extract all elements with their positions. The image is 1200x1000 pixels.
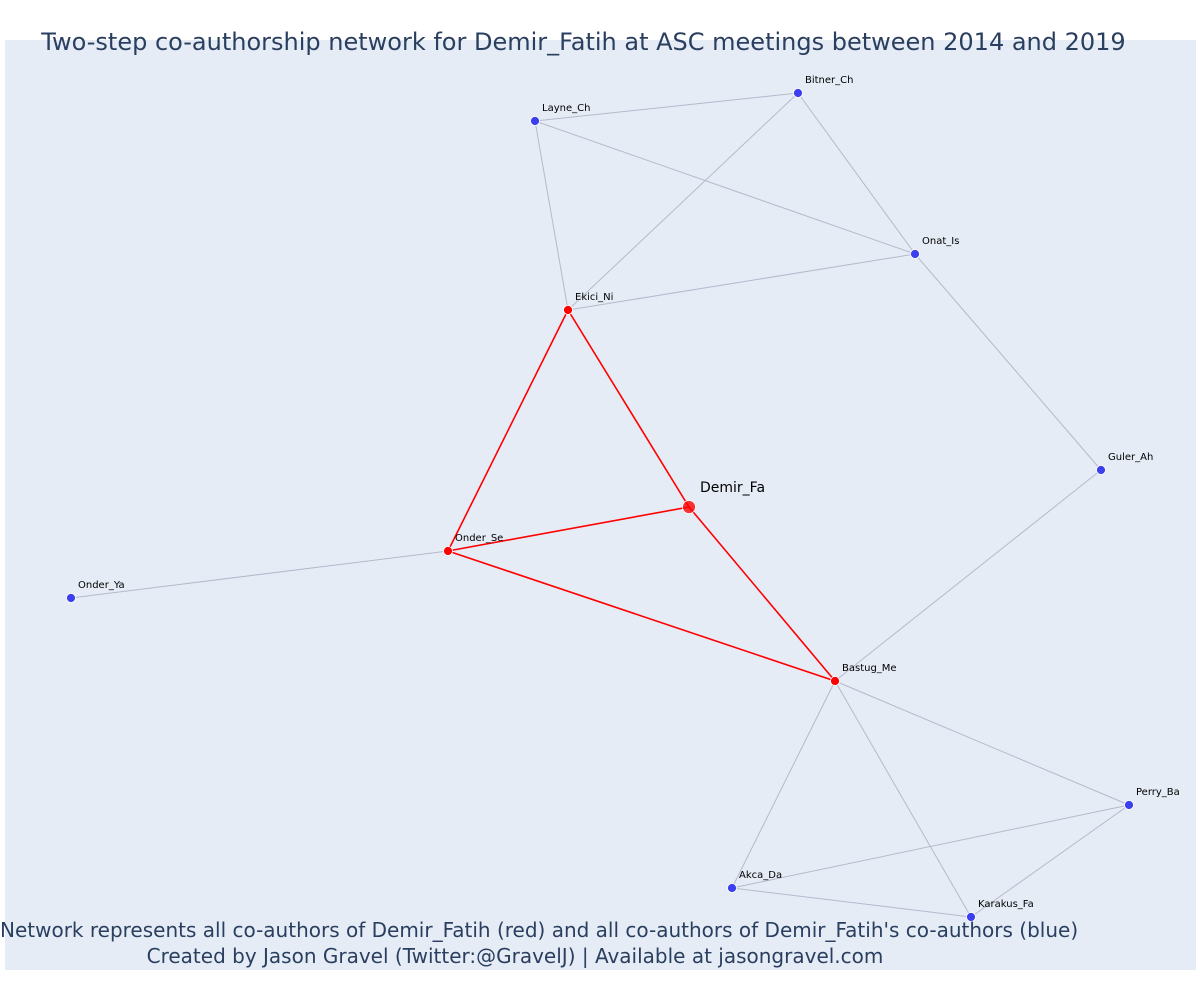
node-Onder_Ya[interactable] (66, 593, 76, 603)
node-label-Onder_Se: Onder_Se (455, 533, 503, 544)
node-label-Akca_Da: Akca_Da (739, 870, 782, 881)
plot-background (5, 40, 1196, 970)
node-Perry_Ba[interactable] (1124, 800, 1134, 810)
edge-Bastug_Me-Karakus_Fa (834, 680, 972, 918)
node-label-Demir_Fa: Demir_Fa (700, 480, 765, 496)
chart-title: Two-step co-authorship network for Demir… (41, 28, 1126, 56)
edge-Bastug_Me-Perry_Ba (834, 680, 1130, 806)
edge-Perry_Ba-Akca_Da (731, 804, 1130, 889)
footer-note: Network represents all co-authors of Dem… (0, 918, 1079, 942)
node-Demir_Fa[interactable] (682, 500, 696, 514)
edge-Layne_Ch-Ekici_Ni (534, 120, 569, 311)
edge-Layne_Ch-Bitner_Ch (534, 92, 799, 122)
edge-Bitner_Ch-Ekici_Ni (567, 92, 799, 311)
node-Onder_Se[interactable] (443, 546, 453, 556)
node-label-Onat_Is: Onat_Is (922, 236, 959, 247)
node-Ekici_Ni[interactable] (563, 305, 573, 315)
node-Bitner_Ch[interactable] (793, 88, 803, 98)
edge-Akca_Da-Karakus_Fa (731, 887, 972, 918)
edge-Demir_Fa-Ekici_Ni (567, 309, 690, 508)
edge-Perry_Ba-Karakus_Fa (970, 804, 1130, 918)
node-label-Ekici_Ni: Ekici_Ni (575, 292, 613, 303)
node-label-Onder_Ya: Onder_Ya (78, 580, 125, 591)
edge-Demir_Fa-Onder_Se (447, 506, 690, 552)
edge-Ekici_Ni-Onat_Is (567, 253, 916, 311)
node-label-Karakus_Fa: Karakus_Fa (978, 899, 1034, 910)
node-Guler_Ah[interactable] (1096, 465, 1106, 475)
node-label-Guler_Ah: Guler_Ah (1108, 452, 1153, 463)
edge-Layne_Ch-Onat_Is (534, 120, 916, 255)
node-Karakus_Fa[interactable] (966, 912, 976, 922)
edge-Demir_Fa-Bastug_Me (688, 506, 836, 682)
node-Akca_Da[interactable] (727, 883, 737, 893)
node-Bastug_Me[interactable] (830, 676, 840, 686)
node-label-Bastug_Me: Bastug_Me (842, 663, 897, 674)
node-Layne_Ch[interactable] (530, 116, 540, 126)
edges-layer (70, 92, 1130, 918)
footer-credit: Created by Jason Gravel (Twitter:@Gravel… (146, 944, 884, 968)
edge-Onder_Se-Bastug_Me (447, 550, 836, 682)
node-label-Bitner_Ch: Bitner_Ch (805, 75, 853, 86)
edge-Bastug_Me-Akca_Da (731, 680, 836, 889)
edge-Onder_Ya-Onder_Se (70, 550, 449, 599)
node-Onat_Is[interactable] (910, 249, 920, 259)
node-label-Perry_Ba: Perry_Ba (1136, 787, 1180, 798)
edge-Guler_Ah-Bastug_Me (834, 469, 1102, 682)
edge-Ekici_Ni-Onder_Se (447, 309, 569, 552)
node-label-Layne_Ch: Layne_Ch (542, 103, 590, 114)
edge-Bitner_Ch-Onat_Is (797, 92, 916, 255)
nodes-layer (66, 88, 1134, 922)
edge-Onat_Is-Guler_Ah (914, 253, 1102, 471)
